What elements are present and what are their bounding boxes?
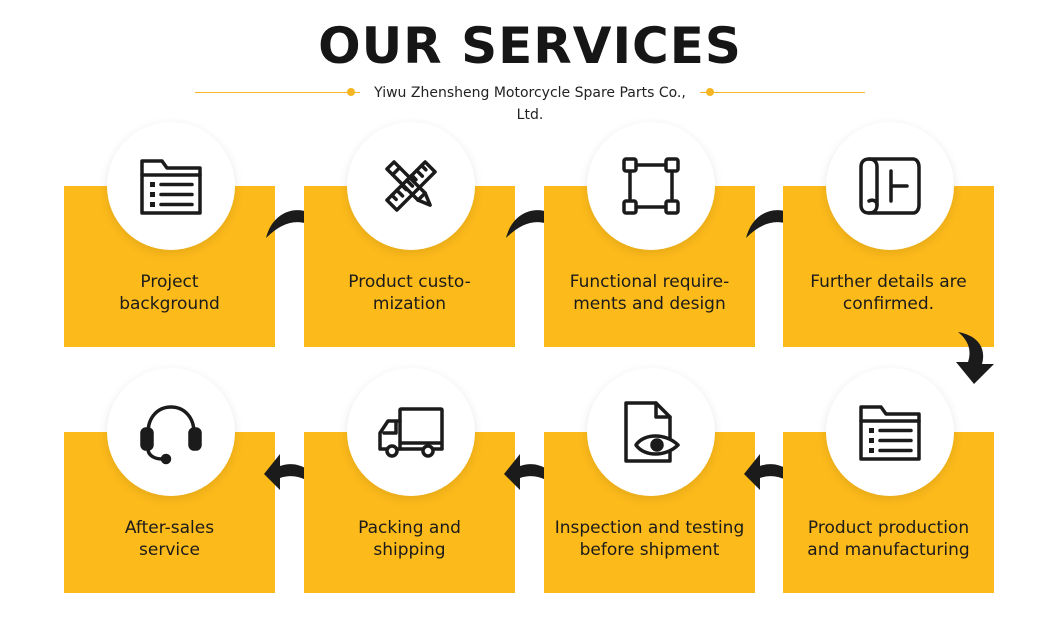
- document-eye-icon: [624, 401, 680, 463]
- step-icon-circle: [826, 122, 954, 250]
- delivery-truck-icon: [378, 407, 444, 458]
- blueprint-scroll-icon: [859, 157, 921, 215]
- folder-list-icon: [859, 405, 921, 461]
- divider-dot-right: [706, 88, 714, 96]
- step-icon-circle: [826, 368, 954, 496]
- page-title: OUR SERVICES: [318, 17, 742, 75]
- divider-dot-left: [347, 88, 355, 96]
- vector-square-icon: [622, 157, 680, 215]
- step-label: Functional require-ments and design: [569, 272, 730, 314]
- folder-list-icon: [140, 159, 202, 215]
- step-icon-circle: [107, 122, 235, 250]
- step-icon-circle: [107, 368, 235, 496]
- step-icon-circle: [587, 368, 715, 496]
- headset-icon: [140, 405, 202, 465]
- company-subtitle: Yiwu Zhensheng Motorcycle Spare Parts Co…: [360, 82, 700, 123]
- pencil-ruler-icon: [385, 160, 437, 212]
- step-icon-circle: [347, 122, 475, 250]
- arrow-down-icon: [956, 332, 994, 384]
- step-label: Product custo-mization: [348, 272, 471, 314]
- step-icon-circle: [587, 122, 715, 250]
- step-icon-circle: [347, 368, 475, 496]
